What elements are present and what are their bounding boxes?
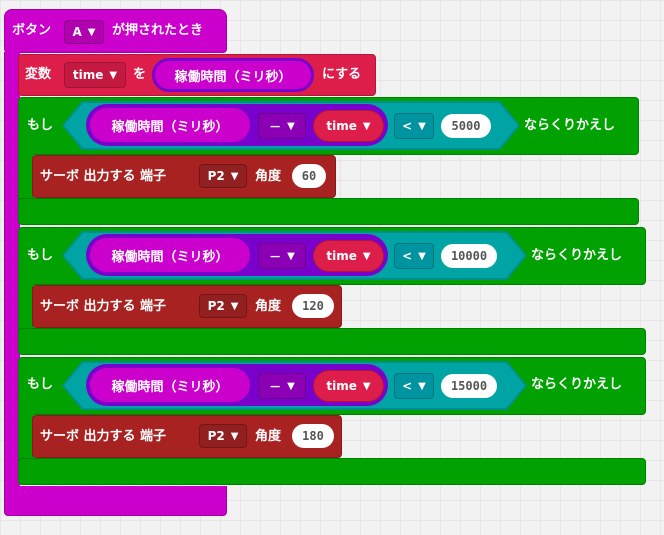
if-label: もし (27, 118, 54, 133)
set-to-label: を (133, 67, 147, 82)
caret-down-icon: ▼ (362, 380, 371, 392)
caret-down-icon: ▼ (287, 250, 295, 262)
angle-label: 角度 (255, 169, 282, 184)
angle-label: 角度 (255, 429, 282, 444)
if-loop-foot (18, 198, 639, 225)
caret-down-icon: ▼ (287, 120, 295, 132)
servo-pin-dropdown[interactable]: P2 ▼ (199, 424, 247, 448)
button-select-dropdown[interactable]: A ▼ (64, 20, 104, 44)
event-label: ボタン (12, 23, 52, 38)
math-operator-value: － (269, 119, 282, 134)
servo-pin-value: P2 (207, 299, 225, 313)
servo-write-block[interactable] (32, 415, 342, 458)
caret-down-icon: ▼ (362, 120, 371, 132)
if-loop-foot (18, 458, 646, 485)
comparison-operator-dropdown[interactable]: < ▼ (394, 113, 434, 139)
servo-write-block[interactable] (32, 285, 342, 328)
caret-down-icon: ▼ (418, 120, 426, 132)
if-suffix: ならくりかえし (531, 377, 623, 392)
set-suffix: にする (322, 67, 362, 82)
servo-pin-dropdown[interactable]: P2 ▼ (199, 294, 247, 318)
running-time-reporter-label: 稼働時間（ミリ秒） (111, 379, 229, 395)
comparison-operator-dropdown[interactable]: < ▼ (394, 243, 434, 269)
time-variable-reporter[interactable]: time ▼ (313, 240, 384, 272)
event-block-foot (4, 486, 227, 516)
angle-input[interactable]: 180 (292, 424, 334, 448)
if-suffix: ならくりかえし (531, 248, 623, 263)
caret-down-icon: ▼ (418, 250, 426, 262)
running-time-reporter-label: 稼働時間（ミリ秒） (111, 249, 229, 265)
if-loop-arm (18, 410, 34, 462)
math-operator-dropdown[interactable]: － ▼ (258, 243, 306, 269)
angle-value: 180 (302, 429, 324, 443)
angle-value: 60 (301, 169, 317, 183)
caret-down-icon: ▼ (230, 430, 239, 442)
servo-write-block[interactable] (32, 155, 336, 198)
servo-label: サーボ 出力する 端子 (40, 429, 167, 444)
angle-label: 角度 (255, 299, 282, 314)
time-variable-label: time (326, 249, 357, 263)
if-suffix: ならくりかえし (524, 118, 616, 133)
time-variable-reporter[interactable]: time ▼ (313, 370, 384, 402)
if-loop-arm (18, 150, 34, 202)
angle-value: 120 (302, 299, 324, 313)
time-variable-label: time (326, 379, 357, 393)
caret-down-icon: ▼ (109, 69, 118, 81)
threshold-value: 5000 (451, 119, 481, 133)
threshold-value: 10000 (450, 249, 488, 263)
angle-input[interactable]: 120 (292, 294, 334, 318)
threshold-value: 15000 (450, 379, 488, 393)
caret-down-icon: ▼ (418, 380, 426, 392)
if-label: もし (27, 248, 54, 263)
comparison-operator-value: < (402, 119, 413, 133)
math-operator-value: － (269, 379, 282, 394)
caret-down-icon: ▼ (287, 380, 295, 392)
if-loop-foot (18, 328, 646, 355)
math-operator-dropdown[interactable]: － ▼ (258, 373, 306, 399)
math-operator-value: － (269, 249, 282, 264)
running-time-reporter-label: 稼働時間（ミリ秒） (111, 119, 229, 135)
math-operator-dropdown[interactable]: － ▼ (258, 113, 306, 139)
comparison-operator-value: < (402, 249, 413, 263)
servo-pin-value: P2 (207, 169, 225, 183)
threshold-input[interactable]: 5000 (441, 114, 491, 138)
time-variable-reporter[interactable]: time ▼ (313, 110, 384, 142)
on-button-pressed-block[interactable] (4, 9, 227, 53)
caret-down-icon: ▼ (87, 26, 96, 38)
angle-input[interactable]: 60 (292, 164, 326, 188)
running-time-reporter[interactable]: 稼働時間（ミリ秒） (90, 238, 250, 272)
caret-down-icon: ▼ (230, 170, 239, 182)
threshold-input[interactable]: 10000 (441, 244, 497, 268)
threshold-input[interactable]: 15000 (441, 374, 497, 398)
button-select-value: A (72, 25, 82, 39)
servo-label: サーボ 出力する 端子 (40, 169, 167, 184)
servo-pin-dropdown[interactable]: P2 ▼ (199, 164, 247, 188)
event-suffix: が押されたとき (112, 23, 204, 38)
variable-select-dropdown[interactable]: time ▼ (64, 62, 126, 88)
running-time-reporter[interactable]: 稼働時間（ミリ秒） (152, 58, 314, 92)
running-time-reporter[interactable]: 稼働時間（ミリ秒） (90, 368, 250, 402)
running-time-reporter[interactable]: 稼働時間（ミリ秒） (90, 108, 250, 142)
if-label: もし (27, 377, 54, 392)
event-block-body (4, 52, 20, 492)
servo-pin-value: P2 (207, 429, 225, 443)
comparison-operator-dropdown[interactable]: < ▼ (394, 373, 434, 399)
caret-down-icon: ▼ (230, 300, 239, 312)
servo-label: サーボ 出力する 端子 (40, 299, 167, 314)
time-variable-label: time (326, 119, 357, 133)
set-variable-label: 変数 (25, 67, 52, 82)
caret-down-icon: ▼ (362, 250, 371, 262)
comparison-operator-value: < (402, 379, 413, 393)
if-loop-arm (18, 280, 34, 332)
variable-select-value: time (72, 68, 104, 82)
running-time-reporter-label: 稼働時間（ミリ秒） (174, 69, 292, 85)
